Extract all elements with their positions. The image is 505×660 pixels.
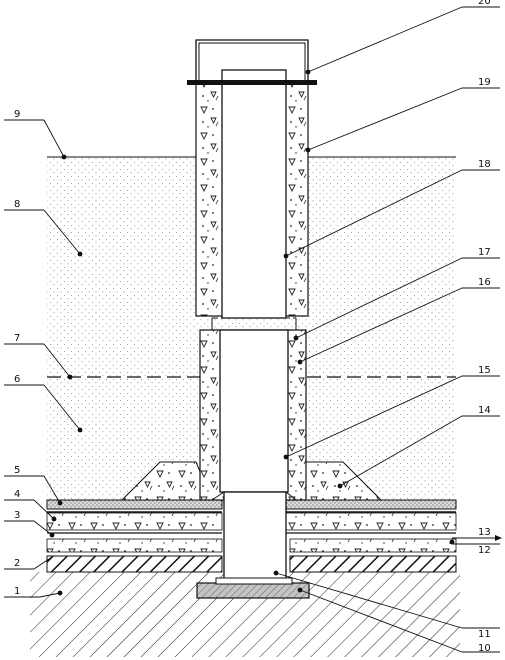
label-8: 8 bbox=[14, 199, 20, 210]
pipe-base-cap bbox=[215, 577, 293, 585]
label-10: 10 bbox=[478, 643, 491, 654]
label-15: 15 bbox=[478, 365, 491, 376]
label-9: 9 bbox=[14, 109, 20, 120]
label-5: 5 bbox=[14, 465, 20, 476]
label-18: 18 bbox=[478, 159, 491, 170]
label-16: 16 bbox=[478, 277, 491, 288]
label-19: 19 bbox=[478, 77, 491, 88]
casing-pipe-lower bbox=[223, 491, 287, 583]
label-3: 3 bbox=[14, 510, 20, 521]
leader-lines-left bbox=[4, 119, 81, 598]
label-4: 4 bbox=[14, 489, 20, 500]
waterproof-layer-left bbox=[46, 555, 223, 573]
sand-layer-right bbox=[284, 499, 457, 510]
label-1: 1 bbox=[14, 586, 20, 597]
waterproof-layer-right bbox=[289, 555, 457, 573]
sand-layer-left bbox=[46, 499, 223, 510]
label-7: 7 bbox=[14, 333, 20, 344]
top-frame bbox=[195, 39, 309, 84]
concrete-slab-right bbox=[284, 512, 457, 531]
top-flange bbox=[187, 80, 317, 85]
gravel-base-right bbox=[289, 538, 457, 553]
gravel-base-left bbox=[46, 538, 223, 553]
casing-pipe-middle bbox=[219, 329, 289, 493]
label-11: 11 bbox=[478, 629, 491, 640]
leader-lines-right bbox=[275, 6, 500, 653]
label-12: 12 bbox=[478, 545, 491, 556]
label-14: 14 bbox=[478, 405, 491, 416]
leader-dots bbox=[49, 69, 455, 596]
footing-plate bbox=[196, 582, 310, 599]
label-20: 20 bbox=[478, 0, 491, 7]
label-13: 13 bbox=[478, 527, 491, 538]
label-6: 6 bbox=[14, 374, 20, 385]
label-2: 2 bbox=[14, 558, 20, 569]
label-17: 17 bbox=[478, 247, 491, 258]
casing-pipe-upper bbox=[221, 69, 287, 319]
concrete-slab-left bbox=[46, 512, 223, 531]
